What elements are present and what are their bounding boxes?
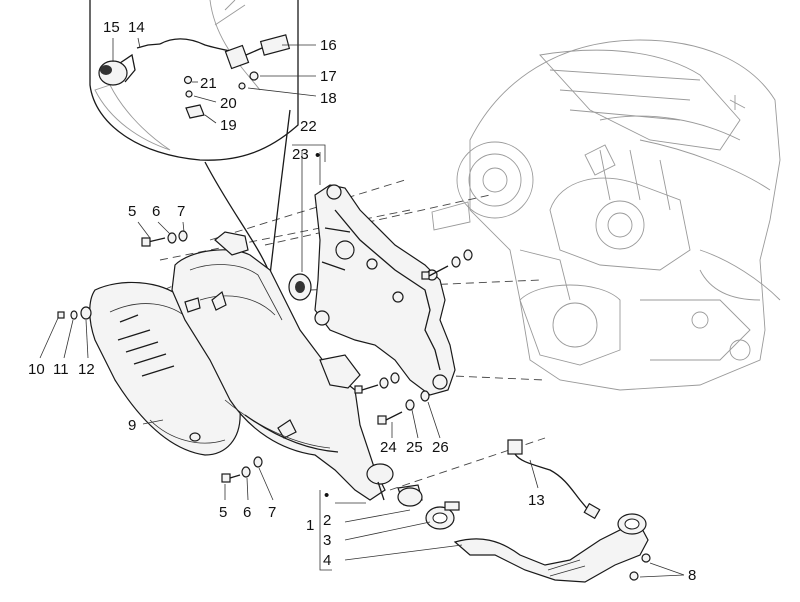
callout-11: 11 (53, 361, 69, 378)
callout-19: 19 (220, 117, 237, 134)
leader-lines (39, 37, 685, 578)
heat-shield-icon (89, 281, 241, 456)
callout-1: 1 (306, 517, 314, 534)
bolt-washer-set-24-25-26 (354, 372, 430, 425)
callout-13: 13 (528, 492, 545, 509)
callout-6-top: 6 (152, 203, 160, 220)
bearing-icon (288, 273, 312, 301)
exhaust-gasket-icon (397, 484, 423, 507)
washer-icon (249, 71, 259, 81)
callout-5-top: 5 (128, 203, 136, 220)
callout-7-bottom: 7 (268, 504, 276, 521)
callout-4: 4 (323, 552, 331, 569)
callout-22: 22 (300, 118, 317, 135)
washer-20-icon (185, 90, 193, 98)
clip-19-icon (185, 104, 205, 119)
callout-9: 9 (128, 417, 136, 434)
callout-10: 10 (28, 361, 45, 378)
engine-icon (431, 39, 781, 391)
exhaust-pipe-icon (453, 513, 651, 583)
lambda-sensor-icon (136, 34, 291, 70)
sensor-cap-icon (98, 53, 136, 86)
fastener-set-10-11-12 (57, 306, 92, 320)
callout-12: 12 (78, 361, 95, 378)
o2-sensor-icon (507, 439, 601, 520)
callout-5-bottom: 5 (219, 504, 227, 521)
bolt-icon (238, 82, 246, 90)
callout-15: 15 (103, 19, 120, 36)
callout-8: 8 (688, 567, 696, 584)
callout-labels: 15 14 16 17 18 21 20 19 22 23 • 5 6 7 10… (28, 19, 696, 584)
callout-26: 26 (432, 439, 449, 456)
bolt-washer-set-bottom (221, 456, 263, 483)
callout-14: 14 (128, 19, 145, 36)
callout-25: 25 (406, 439, 423, 456)
callout-23: 23 (292, 146, 309, 163)
callout-2: 2 (323, 512, 331, 529)
callout-20: 20 (220, 95, 237, 112)
callout-17: 17 (320, 68, 337, 85)
callout-6-bottom: 6 (243, 504, 251, 521)
callout-7-top: 7 (177, 203, 185, 220)
bolt-washer-set-5-6-7 (141, 230, 188, 247)
callout-16: 16 (320, 37, 337, 54)
bullet-22: • (315, 147, 320, 164)
callout-18: 18 (320, 90, 337, 107)
screw-21-icon (183, 75, 193, 85)
exhaust-muffler-icon (171, 231, 394, 501)
bullet-1: • (324, 487, 329, 504)
callout-24: 24 (380, 439, 397, 456)
bolt-washer-set-bracket (421, 249, 473, 280)
callout-21: 21 (200, 75, 217, 92)
callout-3: 3 (323, 532, 331, 549)
muffler-bracket-icon (314, 184, 456, 396)
clamp-icon (425, 501, 460, 530)
